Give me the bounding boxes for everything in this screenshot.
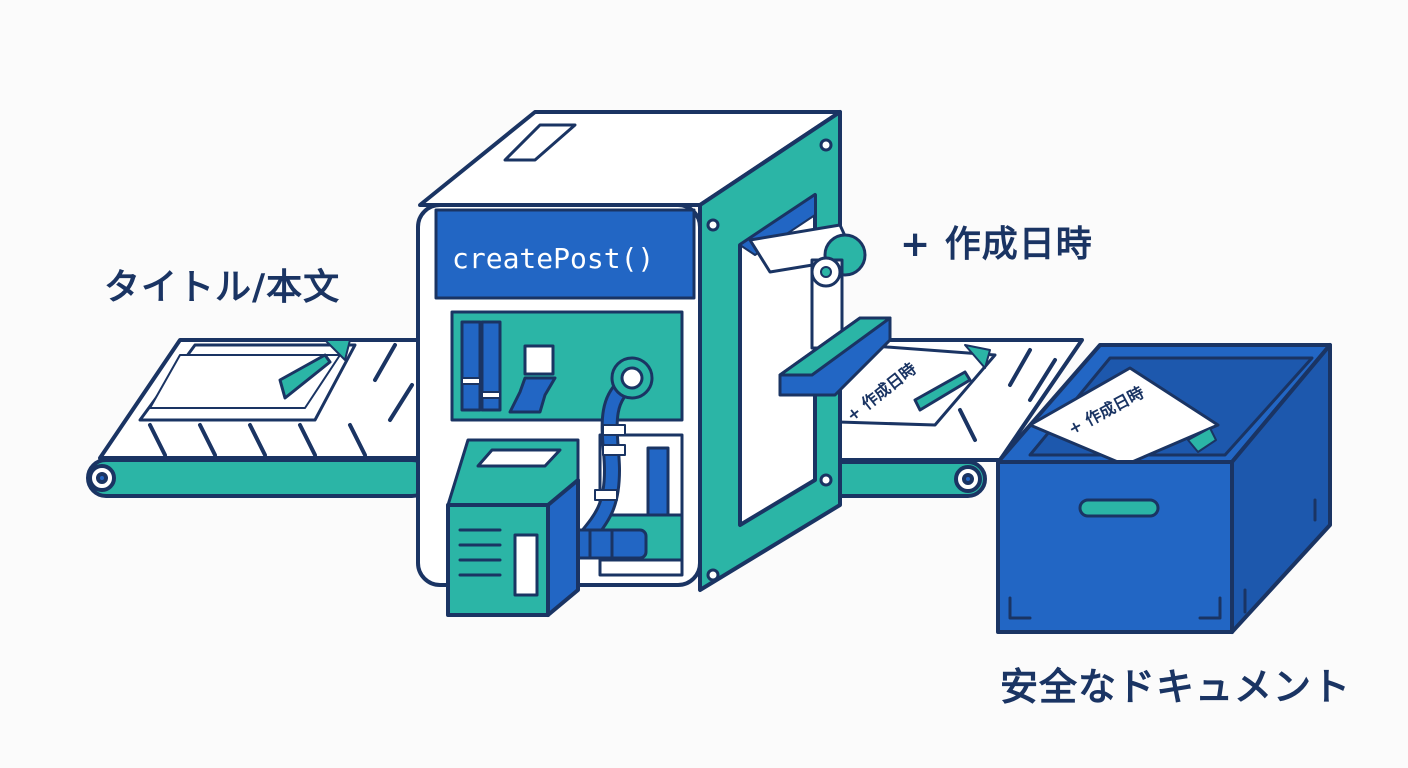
incoming-document bbox=[138, 339, 357, 422]
bin-document bbox=[1028, 366, 1220, 467]
output-label: 安全なドキュメント bbox=[1000, 665, 1352, 709]
output-bin bbox=[996, 343, 1332, 634]
input-fields-label: タイトル/本文 bbox=[104, 267, 341, 308]
added-field-label: + 作成日時 bbox=[900, 224, 1093, 265]
processing-machine bbox=[416, 110, 892, 617]
function-banner bbox=[434, 208, 696, 300]
left-conveyor bbox=[86, 338, 432, 498]
bin-handle bbox=[1078, 498, 1160, 518]
terminal-unit bbox=[446, 438, 580, 617]
stamping-arm bbox=[748, 223, 892, 397]
function-name-label: createPost() bbox=[452, 242, 654, 275]
